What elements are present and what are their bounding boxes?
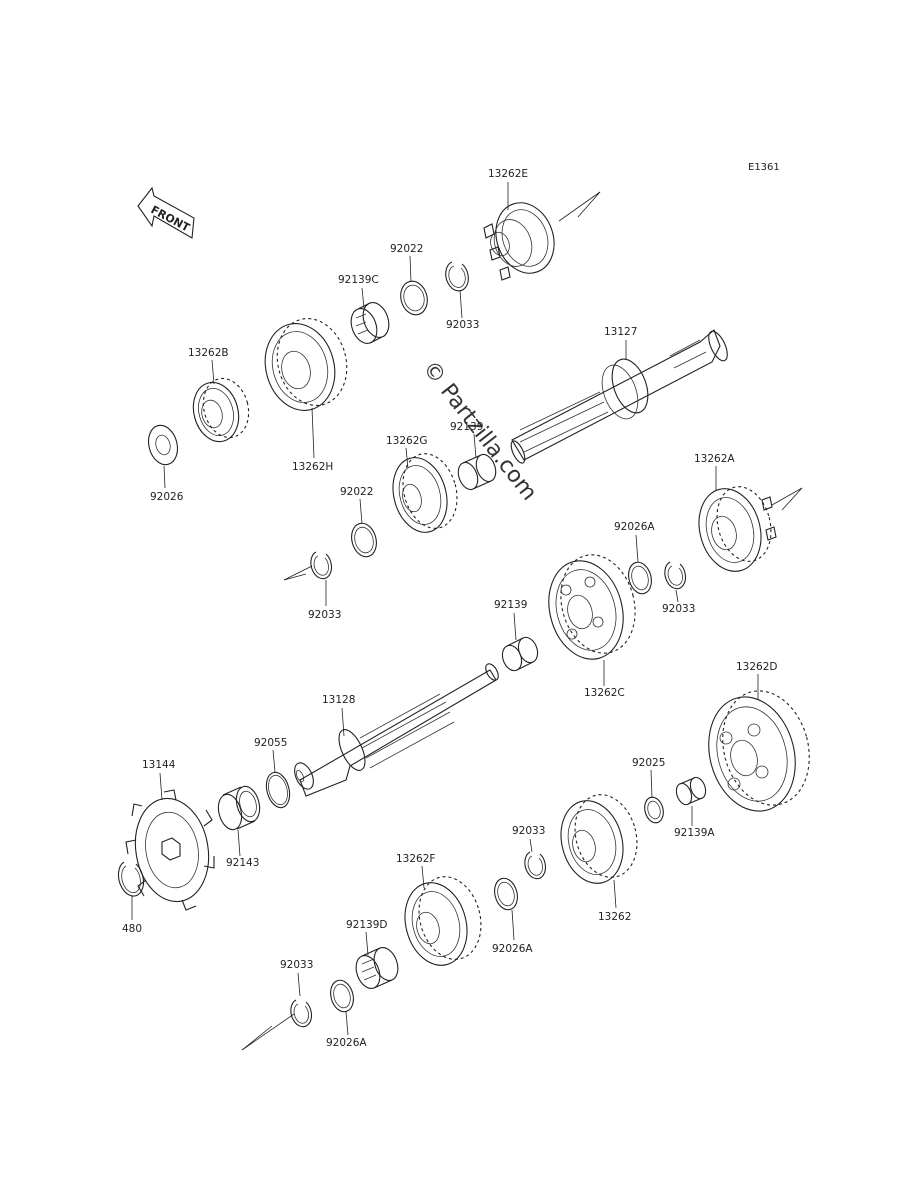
part-13262G-gear[interactable]: [385, 448, 465, 539]
label-13262F: 13262F: [396, 853, 435, 865]
part-92143-collar[interactable]: [215, 784, 264, 832]
part-92139-bush-lower[interactable]: [499, 635, 541, 674]
part-13128-shaft[interactable]: [291, 662, 501, 797]
label-92026: 92026: [150, 491, 184, 503]
front-label: FRONT: [149, 203, 193, 234]
label-92026A-lowermid: 92026A: [492, 943, 533, 955]
label-92026A-bottom: 92026A: [326, 1037, 367, 1049]
label-92033-midleft: 92033: [308, 609, 341, 621]
label-92055: 92055: [254, 737, 287, 749]
label-92033-right: 92033: [662, 603, 695, 615]
part-92022-washer[interactable]: [397, 278, 431, 318]
part-92033-circlip-bottom[interactable]: [290, 999, 313, 1028]
part-13144-sprocket[interactable]: [125, 789, 216, 911]
label-13144: 13144: [142, 759, 176, 771]
label-92139-upper: 92139: [450, 421, 483, 433]
label-13262A: 13262A: [694, 453, 735, 465]
diagram-code: E1361: [748, 162, 780, 173]
part-13262E-gear[interactable]: [483, 195, 564, 282]
label-13262C: 13262C: [584, 687, 625, 699]
label-92022-mid: 92022: [340, 486, 373, 498]
part-13262B-gear[interactable]: [187, 373, 255, 446]
label-92026A-right: 92026A: [614, 521, 655, 533]
part-92033-circlip-right[interactable]: [664, 561, 687, 590]
label-13262B: 13262B: [188, 347, 229, 359]
label-92143: 92143: [226, 857, 259, 869]
part-92139A-bush[interactable]: [674, 775, 709, 806]
label-13262: 13262: [598, 911, 631, 923]
part-13262C-gear[interactable]: [538, 546, 645, 667]
label-13262D: 13262D: [736, 661, 778, 673]
front-arrow-icon: FRONT: [137, 186, 195, 239]
part-92055-oring[interactable]: [263, 770, 294, 810]
part-13262D-gear[interactable]: [696, 681, 821, 821]
label-92139C: 92139C: [338, 274, 379, 286]
part-92025-washer[interactable]: [642, 795, 666, 825]
label-13262G: 13262G: [386, 435, 428, 447]
label-92025: 92025: [632, 757, 665, 769]
label-92033-lowermid: 92033: [512, 825, 545, 837]
label-13127: 13127: [604, 326, 637, 338]
part-92139D-bearing[interactable]: [352, 944, 402, 991]
label-92022-upper: 92022: [390, 243, 423, 255]
part-92026A-washer-right[interactable]: [625, 560, 655, 597]
part-13127-shaft[interactable]: [508, 329, 731, 465]
label-13262H: 13262H: [292, 461, 333, 473]
part-92139-bush-upper[interactable]: [455, 452, 499, 492]
part-92026A-washer-lowermid[interactable]: [491, 876, 521, 913]
part-92033-circlip-upper[interactable]: [445, 261, 469, 292]
part-92033-circlip-midleft[interactable]: [310, 551, 333, 580]
label-92033-upper: 92033: [446, 319, 479, 331]
part-13262F-gear[interactable]: [396, 870, 490, 973]
part-13262H-gear[interactable]: [256, 311, 356, 419]
part-13262-gear[interactable]: [552, 788, 646, 891]
part-13262A-gear[interactable]: [690, 481, 779, 579]
part-92026-washer[interactable]: [144, 422, 181, 468]
part-92026A-washer-bottom[interactable]: [327, 978, 357, 1015]
label-13128: 13128: [322, 694, 355, 706]
label-92033-bottom: 92033: [280, 959, 313, 971]
label-13262E: 13262E: [488, 168, 528, 180]
label-92139-lower: 92139: [494, 599, 527, 611]
label-92139A: 92139A: [674, 827, 715, 839]
label-480: 480: [122, 923, 142, 935]
label-92139D: 92139D: [346, 919, 388, 931]
part-92022-washer-mid[interactable]: [348, 520, 380, 559]
part-480-circlip[interactable]: [117, 861, 144, 897]
part-92139C-bearing[interactable]: [347, 299, 394, 347]
part-92033-circlip-lowermid[interactable]: [524, 851, 547, 880]
